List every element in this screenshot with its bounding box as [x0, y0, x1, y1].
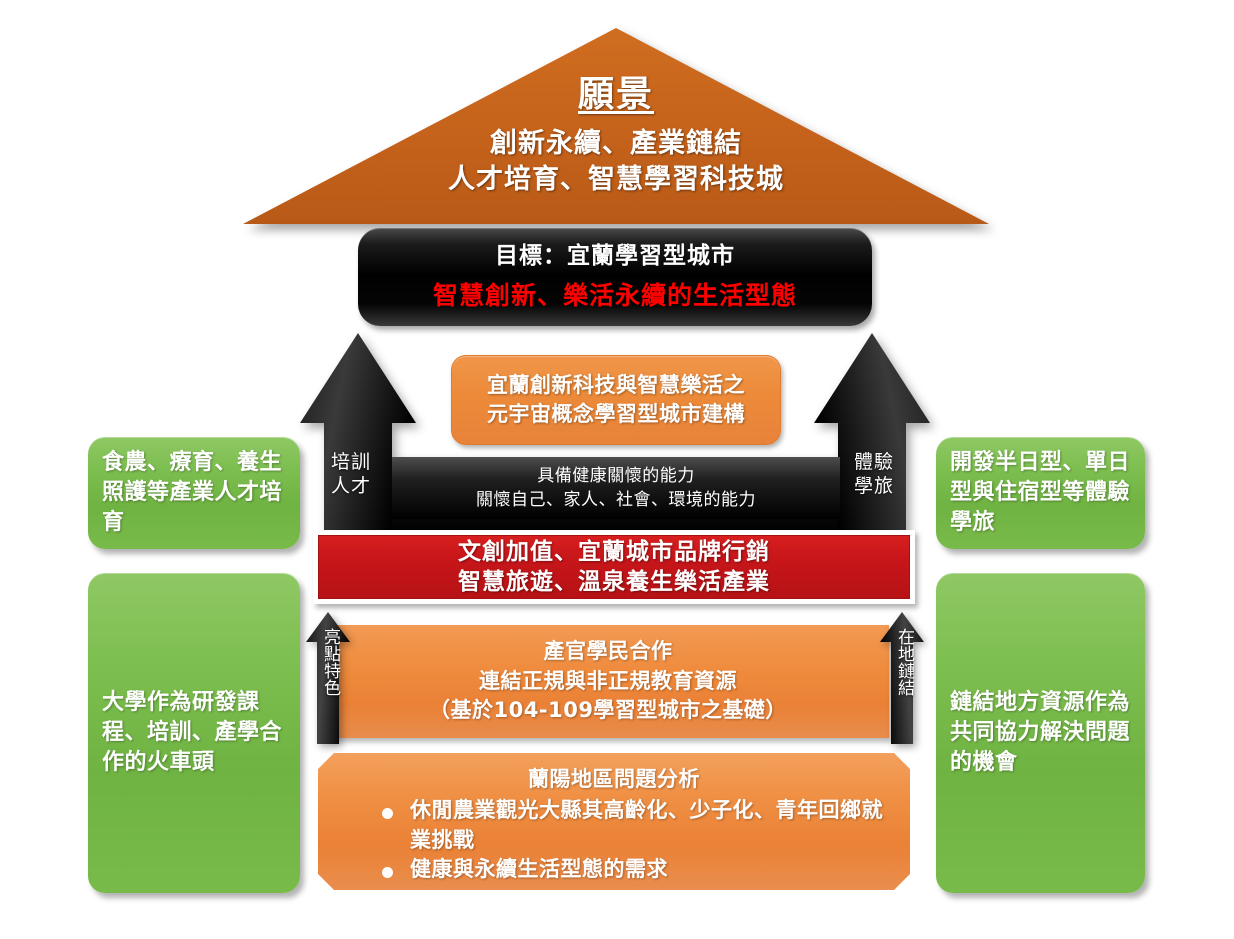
green-box-university-role: 大學作為研發課程、培訓、產學合作的火車頭 — [88, 573, 300, 893]
green-box-experience-travel: 開發半日型、單日型與住宿型等體驗學旅 — [936, 437, 1145, 549]
green-box-talent-cultivation-text: 食農、療育、養生照護等產業人才培育 — [102, 450, 283, 535]
highlight-feature-arrow-label: 亮點特色 — [320, 628, 340, 696]
cooperation-band: 產官學民合作 連結正規與非正規教育資源 （基於104-109學習型城市之基礎） — [327, 625, 889, 738]
local-link-arrow-shape — [880, 612, 924, 744]
pillar-label-experience: 體驗 學旅 — [843, 450, 905, 499]
capability-band: 具備健康關懷的能力 關懷自己、家人、社會、環境的能力 — [392, 457, 840, 519]
problem-analysis-list: 休閒農業觀光大縣其高齡化、少子化、青年回鄉就業挑戰 健康與永續生活型態的需求 — [340, 796, 888, 884]
capability-line-2: 關懷自己、家人、社會、環境的能力 — [476, 490, 756, 510]
cooperation-line-3: （基於104-109學習型城市之基礎） — [429, 698, 787, 723]
industry-red-band: 文創加值、宜蘭城市品牌行銷 智慧旅遊、溫泉養生樂活產業 — [313, 530, 915, 604]
green-box-university-role-text: 大學作為研發課程、培訓、產學合作的火車頭 — [102, 690, 283, 775]
problem-analysis-box: 蘭陽地區問題分析 休閒農業觀光大縣其高齡化、少子化、青年回鄉就業挑戰 健康與永續… — [318, 753, 910, 890]
goal-subtitle: 智慧創新、樂活永續的生活型態 — [432, 281, 797, 311]
green-box-experience-travel-text: 開發半日型、單日型與住宿型等體驗學旅 — [950, 450, 1131, 535]
pillar-label-experience-line2: 學旅 — [853, 475, 894, 498]
highlight-feature-arrow-shape — [306, 612, 350, 744]
green-box-local-resources-text: 鏈結地方資源作為共同協力解決問題的機會 — [950, 690, 1131, 775]
problem-analysis-title: 蘭陽地區問題分析 — [528, 767, 700, 791]
cooperation-line-2: 連結正規與非正規教育資源 — [479, 668, 737, 693]
pillar-label-experience-line1: 體驗 — [853, 451, 894, 473]
metaverse-concept-box: 宜蘭創新科技與智慧樂活之 元宇宙概念學習型城市建構 — [451, 355, 781, 445]
industry-line-2: 智慧旅遊、溫泉養生樂活產業 — [458, 569, 770, 595]
vision-roof-shape — [243, 28, 989, 224]
local-link-arrow-label: 在地鏈結 — [894, 628, 914, 696]
metaverse-line-2: 元宇宙概念學習型城市建構 — [487, 402, 745, 426]
metaverse-line-1: 宜蘭創新科技與智慧樂活之 — [487, 373, 745, 398]
pillar-label-training-line2: 人才 — [330, 475, 371, 498]
industry-red-band-inner: 文創加值、宜蘭城市品牌行銷 智慧旅遊、溫泉養生樂活產業 — [318, 535, 910, 599]
pillar-label-training: 培訓 人才 — [320, 450, 382, 499]
goal-box: 目標：宜蘭學習型城市 智慧創新、樂活永續的生活型態 — [358, 228, 872, 326]
industry-line-1: 文創加值、宜蘭城市品牌行銷 — [458, 538, 770, 565]
cooperation-line-1: 產官學民合作 — [543, 638, 673, 663]
capability-line-1: 具備健康關懷的能力 — [537, 465, 695, 486]
list-item: 休閒農業觀光大縣其高齡化、少子化、青年回鄉就業挑戰 — [382, 796, 888, 855]
green-box-talent-cultivation: 食農、療育、養生照護等產業人才培育 — [88, 437, 300, 549]
green-box-local-resources: 鏈結地方資源作為共同協力解決問題的機會 — [936, 573, 1145, 893]
pillar-label-training-line1: 培訓 — [330, 451, 371, 473]
list-item: 健康與永續生活型態的需求 — [382, 855, 888, 884]
goal-title: 目標：宜蘭學習型城市 — [495, 242, 735, 269]
